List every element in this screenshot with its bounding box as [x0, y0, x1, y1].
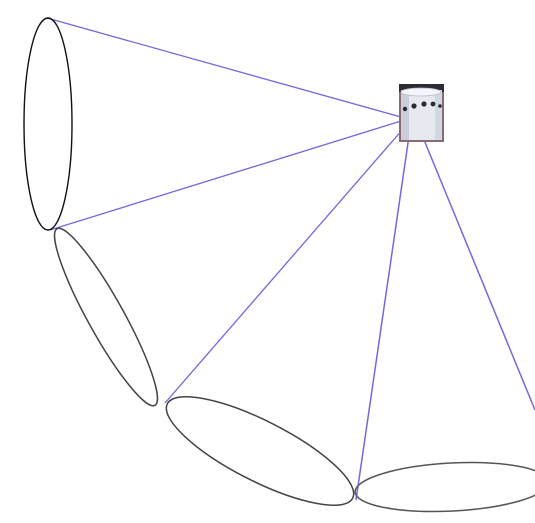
beam-2 — [53, 128, 404, 407]
sensor-body-shade — [401, 90, 409, 140]
beam-2-footprint-ellipse — [53, 227, 159, 407]
beam-4 — [354, 134, 535, 513]
beam-1-ray-top — [46, 17, 402, 118]
sensor-body-shade-right — [435, 90, 442, 140]
sensor-hole-3 — [421, 101, 427, 107]
sensor-top-ring — [400, 87, 442, 97]
cylindrical-sensor-photo — [399, 84, 444, 142]
beam-4-ray — [421, 134, 535, 411]
beam-3 — [165, 135, 410, 507]
sensor-hole-5 — [438, 104, 442, 108]
beam-1-ray-bottom — [49, 120, 402, 231]
beam-3-ray — [355, 135, 410, 501]
sensor-hole-1 — [402, 106, 408, 112]
beam-1 — [23, 17, 402, 231]
sensor-hole-2 — [411, 103, 417, 109]
beam-4-footprint-ellipse — [354, 461, 535, 513]
beam-3-footprint-ellipse — [165, 395, 355, 507]
beam-1-footprint-ellipse — [23, 17, 73, 231]
sensor-hole-4 — [430, 101, 436, 107]
beam-2-ray — [164, 128, 404, 404]
